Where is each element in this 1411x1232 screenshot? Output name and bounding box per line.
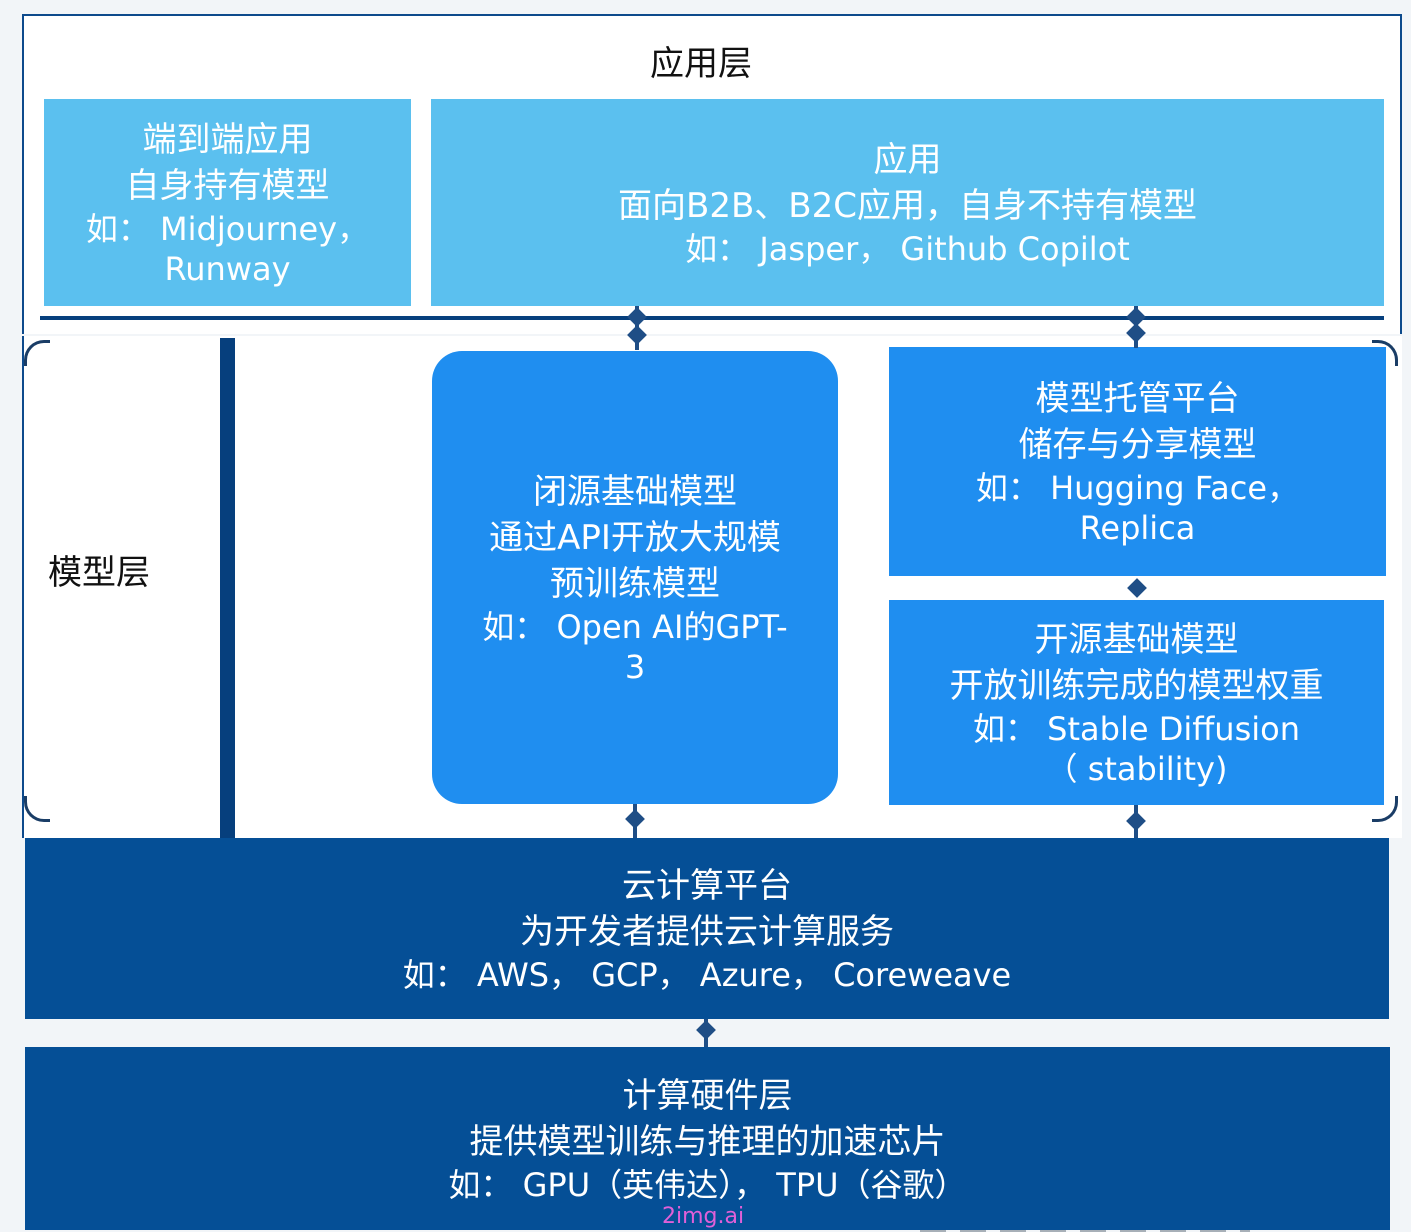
- cloud-platform-box: 云计算平台 为开发者提供云计算服务 如： AWS， GCP， Azure， Co…: [25, 838, 1389, 1019]
- apps-box: 应用 面向B2B、B2C应用，自身不持有模型 如： Jasper， Github…: [431, 99, 1384, 306]
- hosting-title: 模型托管平台: [1035, 378, 1240, 419]
- hardware-desc: 提供模型训练与推理的加速芯片: [469, 1121, 946, 1162]
- closed-source-desc: 通过API开放大规模: [489, 517, 781, 558]
- open-source-model-box: 开源基础模型 开放训练完成的模型权重 如： Stable Diffusion （…: [889, 600, 1384, 805]
- hardware-example: 如： GPU（英伟达）， TPU（谷歌）: [448, 1165, 967, 1204]
- bracket-corner: [24, 340, 50, 366]
- bracket-corner: [1372, 796, 1398, 822]
- bracket-corner: [1372, 340, 1398, 366]
- hosting-example-cont: Replica: [1079, 508, 1196, 547]
- end-to-end-desc: 自身持有模型: [125, 165, 330, 206]
- closed-source-example-cont: 3: [624, 647, 646, 686]
- end-to-end-app-box: 端到端应用 自身持有模型 如： Midjourney， Runway: [44, 99, 411, 306]
- hosting-desc: 储存与分享模型: [1018, 424, 1257, 465]
- open-source-title: 开源基础模型: [1034, 619, 1239, 660]
- apps-title: 应用: [873, 139, 942, 180]
- open-source-example: 如： Stable Diffusion: [973, 709, 1300, 748]
- cloud-example: 如： AWS， GCP， Azure， Coreweave: [402, 955, 1012, 994]
- hardware-title: 计算硬件层: [622, 1075, 793, 1116]
- hardware-layer-box: 计算硬件层 提供模型训练与推理的加速芯片 如： GPU（英伟达）， TPU（谷歌…: [25, 1047, 1390, 1230]
- hosting-example: 如： Hugging Face，: [975, 468, 1300, 507]
- open-source-desc: 开放训练完成的模型权重: [949, 665, 1324, 706]
- watermark-text: 2img.ai: [662, 1204, 745, 1229]
- closed-source-desc-cont: 预训练模型: [550, 563, 720, 604]
- apps-desc: 面向B2B、B2C应用，自身不持有模型: [618, 185, 1197, 226]
- closed-source-model-box: 闭源基础模型 通过API开放大规模 预训练模型 如： Open AI的GPT- …: [432, 351, 838, 804]
- end-to-end-title: 端到端应用: [142, 119, 313, 160]
- cloud-title: 云计算平台: [622, 865, 792, 906]
- closed-source-example: 如： Open AI的GPT-: [482, 607, 788, 646]
- closed-source-title: 闭源基础模型: [533, 471, 737, 512]
- end-to-end-example-cont: Runway: [164, 249, 291, 288]
- model-layer-title: 模型层: [48, 553, 150, 593]
- model-layer-side-bar: [220, 338, 235, 838]
- layer-divider: [40, 316, 1384, 320]
- bracket-corner: [24, 796, 50, 822]
- model-hosting-box: 模型托管平台 储存与分享模型 如： Hugging Face， Replica: [889, 347, 1386, 576]
- connector-arrow-icon: [696, 1020, 716, 1040]
- open-source-example-cont: （ stability): [1045, 749, 1228, 788]
- app-layer-title: 应用层: [650, 44, 752, 84]
- end-to-end-example: 如： Midjourney，: [85, 209, 370, 248]
- cloud-desc: 为开发者提供云计算服务: [520, 911, 894, 952]
- apps-example: 如： Jasper， Github Copilot: [685, 229, 1130, 268]
